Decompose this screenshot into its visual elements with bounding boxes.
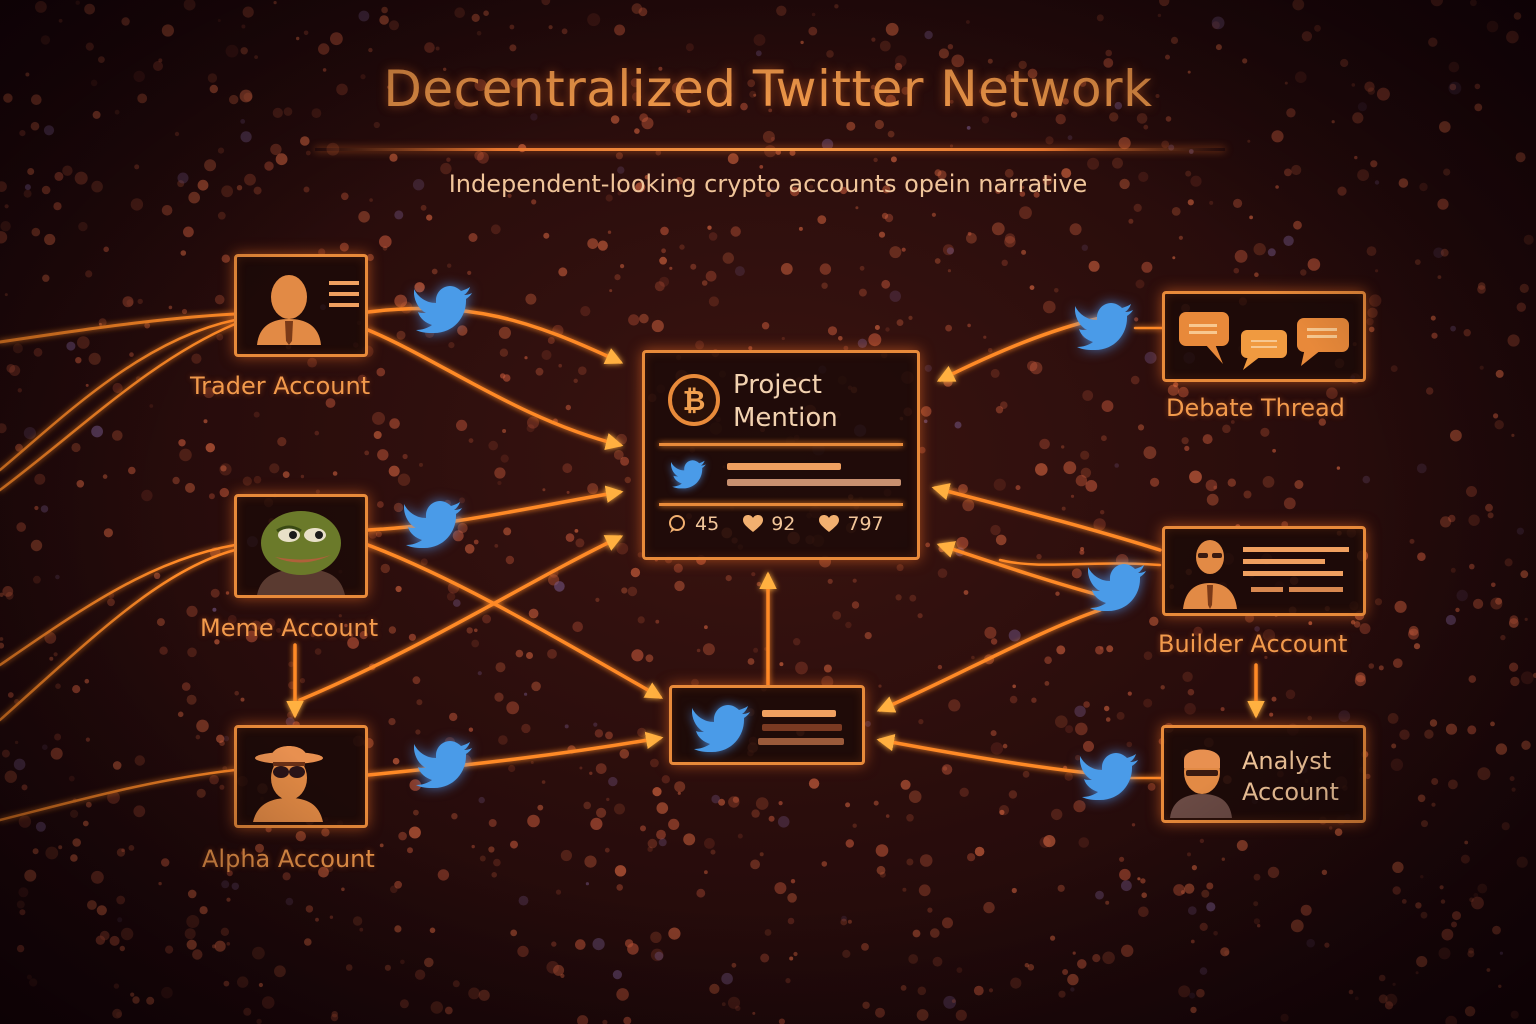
debate-thread-card[interactable] xyxy=(1162,291,1366,382)
meme-account-label: Meme Account xyxy=(200,614,379,642)
project-mention-title: Project Mention xyxy=(733,370,838,433)
divider xyxy=(659,503,903,506)
comment-icon xyxy=(669,515,685,533)
heart-icon xyxy=(819,515,840,532)
alpha-account-label: Alpha Account xyxy=(202,845,375,873)
person-glasses-icon xyxy=(1183,540,1349,609)
trader-account-card[interactable] xyxy=(234,254,368,357)
project-mention-card[interactable]: ₿ Project Mention 45 92 797 xyxy=(642,350,920,560)
hat-sunglasses-person-icon xyxy=(253,746,323,822)
twitter-bird-icon xyxy=(692,705,750,752)
divider xyxy=(659,443,903,446)
bitcoin-icon: ₿ xyxy=(668,374,720,426)
frog-avatar-icon xyxy=(257,511,345,595)
heart-count[interactable]: 797 xyxy=(819,513,884,535)
tweet-line xyxy=(762,710,836,717)
tweet-line xyxy=(727,479,901,486)
tweet-line xyxy=(758,738,844,745)
debate-thread-label: Debate Thread xyxy=(1166,394,1345,422)
twitter-bird-icon xyxy=(414,286,472,333)
twitter-bird-icon xyxy=(1088,564,1146,611)
twitter-bird-icon xyxy=(414,741,472,788)
twitter-bird-icon xyxy=(404,501,462,548)
tweet-line xyxy=(762,724,842,731)
like-count[interactable]: 92 xyxy=(743,513,795,535)
builder-account-label: Builder Account xyxy=(1158,630,1348,658)
svg-text:₿: ₿ xyxy=(683,384,706,417)
twitter-bird-icon xyxy=(1075,303,1133,350)
analyst-account-label: Analyst Account xyxy=(1242,747,1339,806)
comment-count[interactable]: 45 xyxy=(667,513,719,535)
tweet-line xyxy=(727,463,841,470)
person-visor-icon xyxy=(1170,749,1232,818)
person-suit-icon xyxy=(257,275,359,345)
chat-bubbles-icon xyxy=(1179,312,1349,370)
builder-account-card[interactable] xyxy=(1162,526,1366,616)
trader-account-label: Trader Account xyxy=(190,372,371,400)
analyst-account-card[interactable]: Analyst Account xyxy=(1161,725,1366,823)
heart-icon xyxy=(743,515,764,532)
alpha-account-card[interactable] xyxy=(234,725,368,828)
repost-card[interactable] xyxy=(669,685,865,765)
twitter-bird-icon xyxy=(671,460,706,489)
meme-account-card[interactable] xyxy=(234,494,368,598)
engagement-stats: 45 92 797 xyxy=(667,513,884,535)
twitter-bird-icon xyxy=(1080,753,1138,800)
